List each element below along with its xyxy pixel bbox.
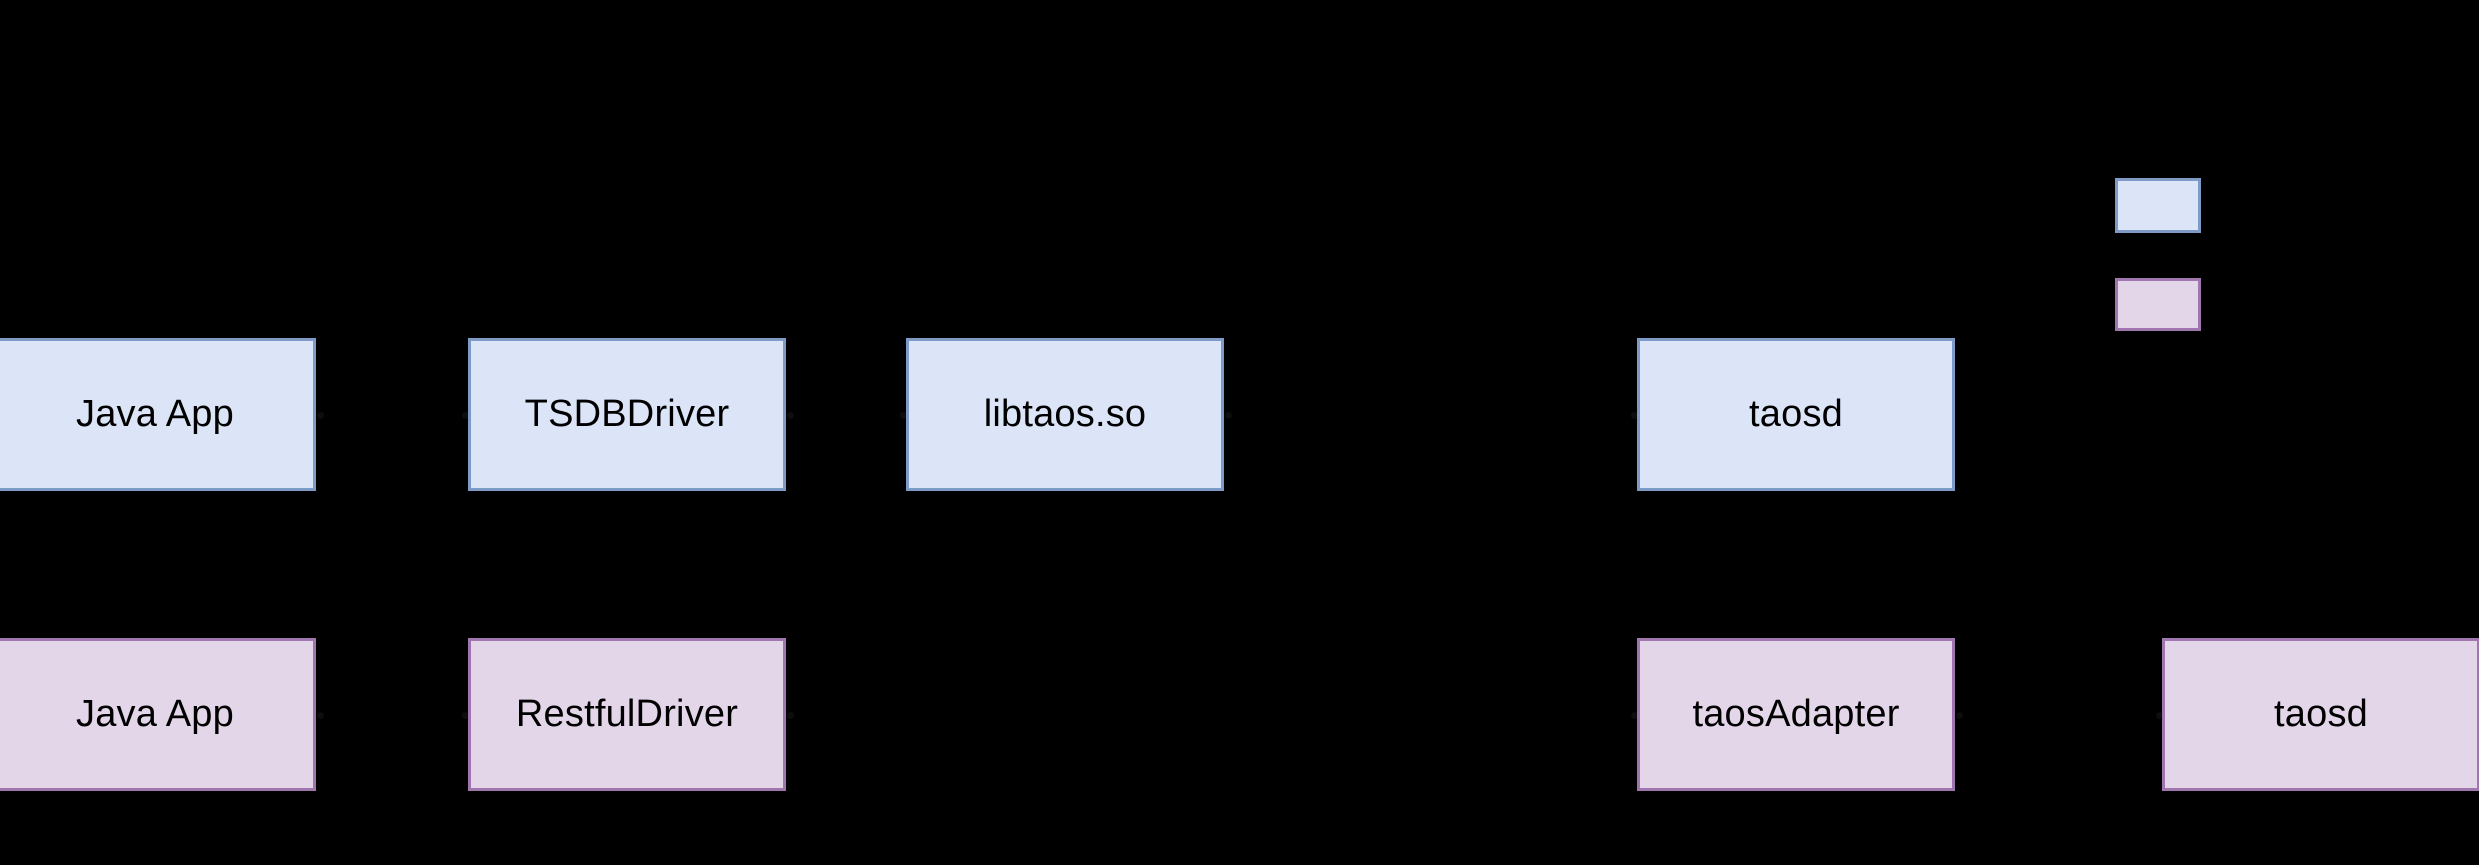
conn-rest-adapter-taosd	[1955, 714, 2162, 717]
native-libtaos[interactable]: libtaos.so	[906, 338, 1224, 491]
conn-rest-driver-adapter	[786, 714, 1637, 717]
rest-taosadapter-label: taosAdapter	[1692, 692, 1900, 735]
conn-native-lib-taosd-end-dot	[1631, 412, 1638, 419]
rest-java-app[interactable]: Java App	[0, 638, 316, 791]
conn-native-app-driver	[316, 414, 468, 417]
conn-rest-app-driver-start-dot	[317, 712, 324, 719]
conn-rest-app-driver-end-dot	[462, 712, 469, 719]
conn-rest-adapter-taosd-end-dot	[2156, 712, 2163, 719]
native-java-app-label: Java App	[76, 392, 234, 435]
rest-restfuldriver-label: RestfulDriver	[515, 692, 739, 735]
rest-java-app-label: Java App	[76, 692, 234, 735]
conn-native-lib-taosd	[1224, 414, 1637, 417]
legend-native-swatch	[2115, 178, 2201, 233]
conn-native-app-driver-end-dot	[462, 412, 469, 419]
conn-native-app-driver-start-dot	[317, 412, 324, 419]
native-taosd[interactable]: taosd	[1637, 338, 1955, 491]
legend-rest-swatch	[2115, 278, 2201, 331]
native-tsdbdriver[interactable]: TSDBDriver	[468, 338, 786, 491]
rest-taosd-label: taosd	[2274, 692, 2368, 735]
native-libtaos-label: libtaos.so	[983, 392, 1147, 435]
rest-restfuldriver[interactable]: RestfulDriver	[468, 638, 786, 791]
rest-taosd[interactable]: taosd	[2162, 638, 2479, 791]
conn-native-driver-lib-end-dot	[900, 412, 907, 419]
native-java-app[interactable]: Java App	[0, 338, 316, 491]
conn-native-lib-taosd-start-dot	[1225, 412, 1232, 419]
conn-rest-driver-adapter-end-dot	[1631, 712, 1638, 719]
conn-rest-app-driver	[316, 714, 468, 717]
native-tsdbdriver-label: TSDBDriver	[524, 392, 730, 435]
conn-rest-driver-adapter-start-dot	[787, 712, 794, 719]
conn-rest-adapter-taosd-start-dot	[1956, 712, 1963, 719]
native-taosd-label: taosd	[1749, 392, 1843, 435]
conn-native-driver-lib	[786, 414, 906, 417]
conn-native-driver-lib-start-dot	[787, 412, 794, 419]
rest-taosadapter[interactable]: taosAdapter	[1637, 638, 1955, 791]
